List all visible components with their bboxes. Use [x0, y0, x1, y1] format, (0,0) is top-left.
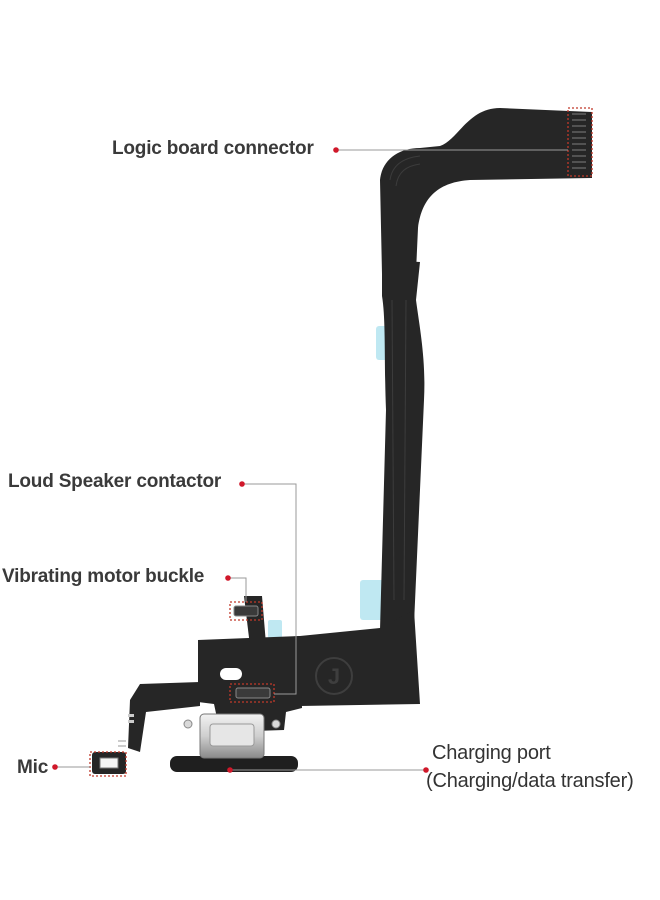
- highlight-speaker-contactor: [229, 683, 275, 703]
- cable-traces: [389, 155, 421, 601]
- label-charging-port: Charging port: [432, 742, 551, 764]
- label-logic-board-connector: Logic board connector: [112, 138, 314, 159]
- port-screw-right: [271, 719, 281, 729]
- callout-dots: [52, 147, 429, 773]
- label-loud-speaker-contactor: Loud Speaker contactor: [8, 471, 222, 492]
- speaker-connector: [235, 687, 271, 699]
- cable-marking: J: [328, 664, 340, 689]
- highlight-mic: [89, 751, 127, 777]
- port-mount-plate: [170, 756, 298, 772]
- label-charging-port-detail: (Charging/data transfer): [426, 770, 634, 792]
- cable-marking-circle: [315, 657, 353, 695]
- port-screw-left: [183, 719, 193, 729]
- callout-line-motor: [228, 577, 247, 602]
- callout-dot-logic: [333, 147, 339, 153]
- connector-pins: [572, 113, 586, 169]
- highlight-boxes: [89, 107, 593, 777]
- charging-port: [170, 713, 298, 772]
- port-opening: [209, 723, 255, 747]
- label-mic: Mic: [17, 757, 49, 778]
- callout-line-speaker: [242, 483, 297, 695]
- callout-dot-speaker: [239, 481, 245, 487]
- motor-connector: [233, 605, 259, 617]
- callout-dot-port-right: [423, 767, 429, 773]
- highlight-logic-board-connector: [567, 107, 593, 177]
- mic-arm: [128, 682, 200, 752]
- stiffener-pad-small: [268, 620, 282, 638]
- callout-dot-port-left: [227, 767, 233, 773]
- arm-markings: [118, 714, 134, 747]
- cable-top-bend: [380, 108, 592, 274]
- mic-element: [99, 757, 119, 769]
- flex-cable: [92, 108, 592, 774]
- callout-lines: [55, 149, 568, 771]
- label-vibrating-motor-buckle: Vibrating motor buckle: [2, 566, 205, 587]
- board-hole: [220, 668, 242, 680]
- callout-dot-motor: [225, 575, 231, 581]
- cable-vertical: [380, 260, 425, 630]
- callout-dot-mic: [52, 764, 58, 770]
